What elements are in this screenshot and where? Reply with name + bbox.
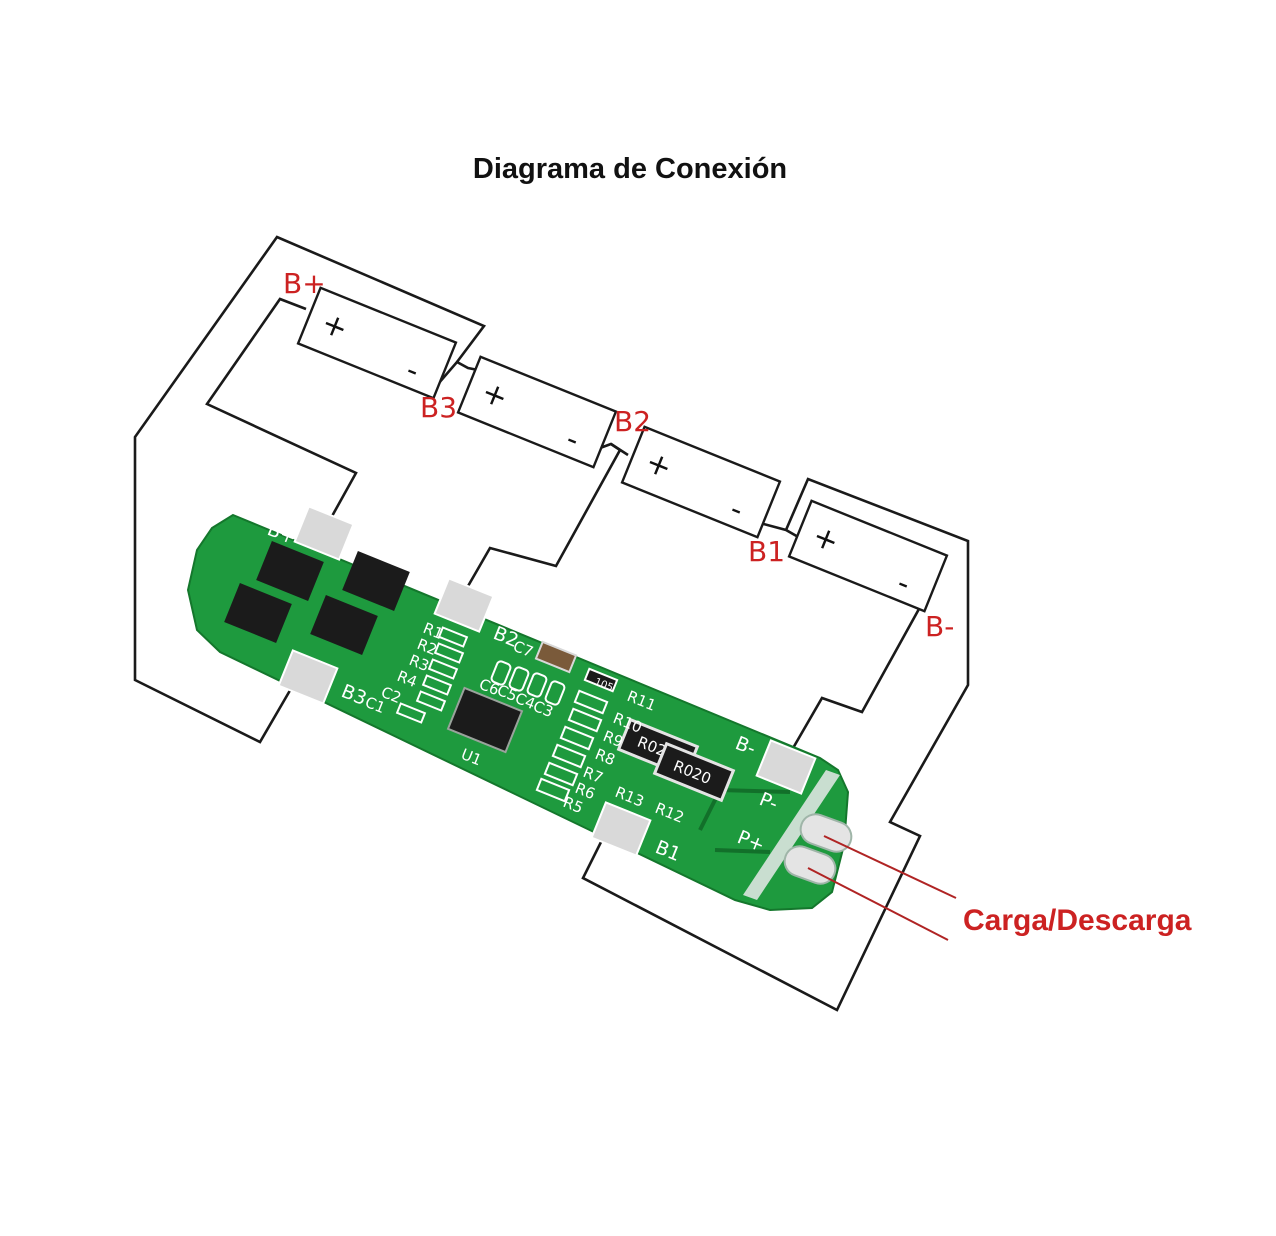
diagram-title: Diagrama de Conexión	[472, 153, 788, 185]
terminal-strip	[743, 770, 840, 900]
mosfets	[224, 541, 410, 655]
label-b-minus: B-	[925, 610, 954, 643]
output-leads	[807, 835, 957, 941]
pad-b1	[590, 801, 652, 857]
silk-component-labels: R1 R2 R3 R4 C2 C1 C7 C6 C5 C4 C3 R11 R10…	[363, 619, 687, 827]
pad-b3	[277, 649, 339, 705]
mosfet-4	[310, 595, 378, 655]
lead-p-plus	[807, 867, 949, 941]
wire-b1	[581, 477, 970, 1012]
trace-p-plus	[714, 848, 771, 854]
pad-b-minus	[755, 739, 817, 795]
cap-c7	[534, 640, 578, 674]
cell-1: + -	[296, 286, 458, 400]
shunt-resistor-2: R020	[652, 741, 736, 803]
battery-cells: + - + - + - + -	[296, 286, 949, 613]
mosfet-3	[224, 583, 292, 643]
label-b1: B1	[748, 535, 785, 568]
ic-u1	[446, 686, 524, 754]
label-b3: B3	[420, 391, 457, 424]
cell-4: + -	[787, 499, 949, 613]
label-b-plus: B+	[283, 267, 326, 300]
wire-outer-left	[133, 235, 487, 744]
lead-p-minus	[823, 835, 957, 899]
node-labels: B+ B3 B2 B1 B-	[283, 267, 954, 643]
cap-bank	[490, 660, 566, 706]
io-label: Carga/Descarga	[963, 904, 1192, 937]
mosfet-1	[256, 541, 324, 601]
mosfet-2	[342, 551, 410, 611]
board-pads	[277, 505, 817, 857]
label-b2: B2	[614, 405, 651, 438]
bms-board: U1 R020 R020	[186, 505, 853, 912]
wire-b2	[458, 442, 622, 601]
resistor-bank-left	[395, 626, 469, 724]
wire-b1-link	[759, 521, 801, 540]
p-plus-solder-pad	[783, 845, 837, 885]
cell-2: + -	[456, 355, 618, 469]
wire-b-plus	[205, 297, 358, 537]
pad-b-plus	[293, 505, 355, 561]
pad-b2	[433, 577, 495, 633]
resistor-bank-right	[535, 667, 619, 803]
cell-3: + -	[620, 425, 782, 539]
